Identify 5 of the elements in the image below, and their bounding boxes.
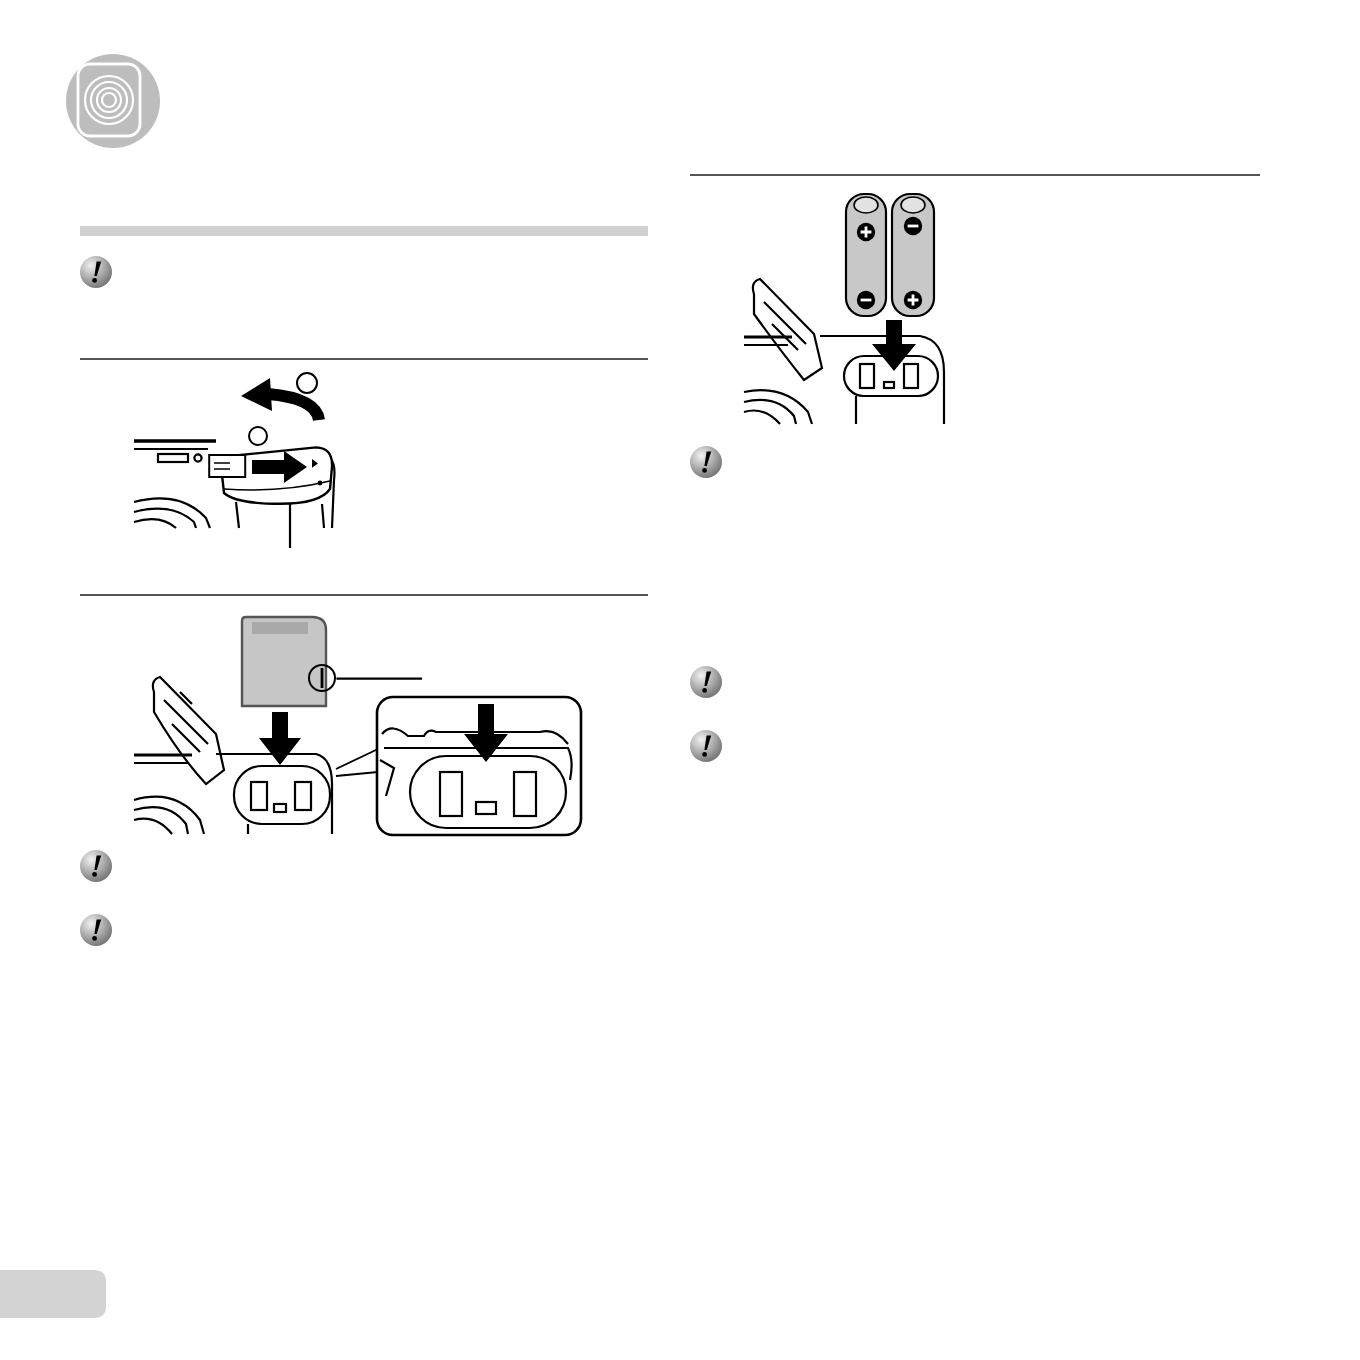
leader-line bbox=[336, 677, 422, 680]
callout-circle bbox=[295, 371, 318, 393]
callout-circle bbox=[248, 425, 268, 445]
leader-line bbox=[288, 504, 292, 548]
magnifier-circle bbox=[307, 664, 337, 693]
